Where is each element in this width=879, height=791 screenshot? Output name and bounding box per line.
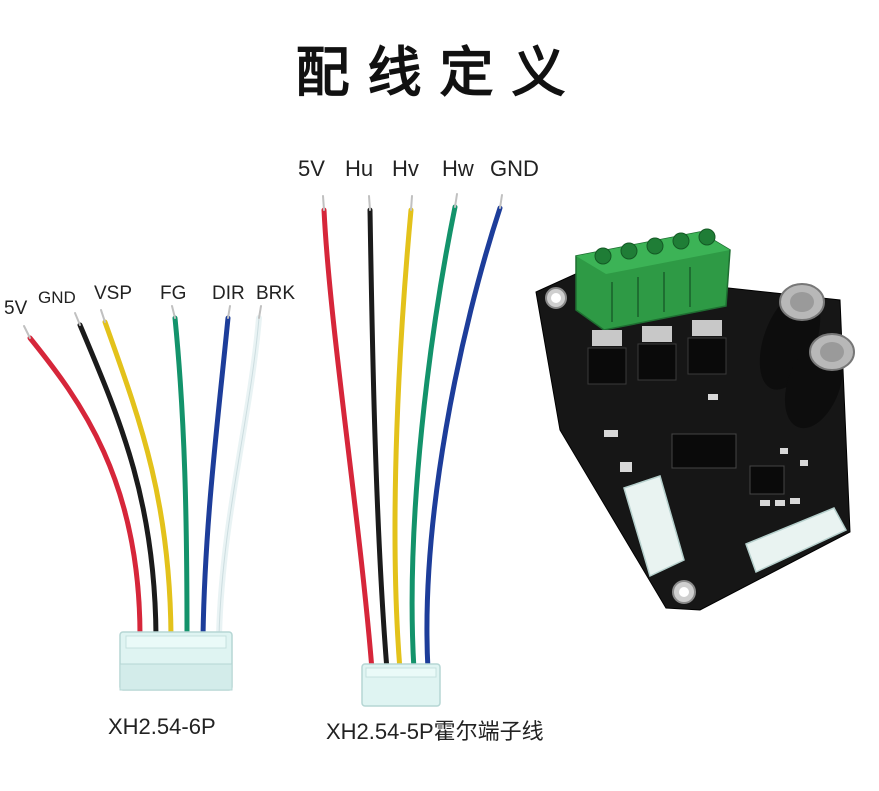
mid-label-hu: Hu [345,156,374,181]
mid-label-hw: Hw [442,156,474,181]
wire-cable-5p-icon [321,193,503,707]
mid-label-5v: 5V [298,156,325,181]
mid-label-hv: Hv [392,156,419,181]
wire-cable-6p-icon [23,305,262,691]
left-label-vsp: VSP [94,283,133,304]
left-label-fg: FG [160,283,187,304]
left-label-gnd: GND [38,288,76,307]
motor-driver-board-icon [535,228,855,611]
middle-cable-caption: XH2.54-5P霍尔端子线 [326,719,544,744]
left-cable-caption: XH2.54-6P [108,714,216,739]
mid-label-gnd: GND [490,156,539,181]
left-label-brk: BRK [256,283,296,304]
left-label-5v: 5V [4,298,28,319]
left-label-dir: DIR [212,283,245,304]
page-title: 配线定义 [295,41,584,104]
